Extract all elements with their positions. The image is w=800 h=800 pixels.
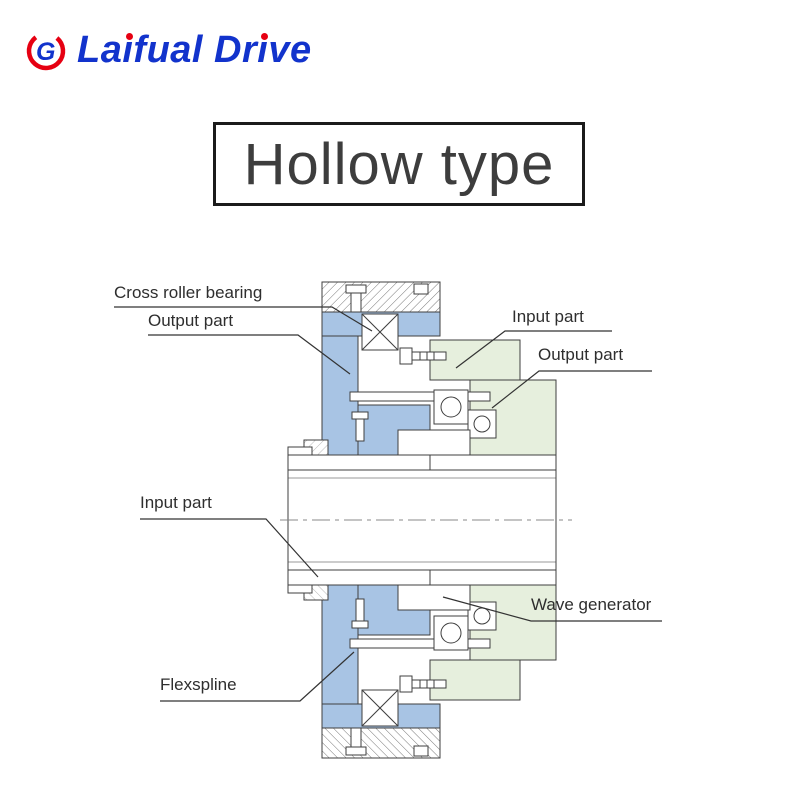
label-cross-roller-bearing: Cross roller bearing [114,283,263,302]
label-input-part-top: Input part [512,307,584,326]
shaft-tube-wall-shape [287,569,557,586]
leader-lines [114,306,662,702]
hollow-shaft [287,446,557,594]
logo-ring-shape [26,31,66,71]
label-wave-generator: Wave generator [531,595,652,614]
logo-monogram: G [36,38,55,66]
leader-cross-roller-bearing [114,306,373,332]
brand-name-part: fual Dr [133,29,258,71]
page-title: Hollow type [213,122,585,206]
label-flexspline: Flexspline [160,675,237,694]
shaft-left-step-shape [287,446,313,456]
label-output-part-left: Output part [148,311,234,330]
label-input-part-left: Input part [140,493,212,512]
section-lower-half [295,584,557,759]
brand-logo: G Laıfual Drıve [24,28,312,72]
leader-output-part-right [491,370,652,409]
brand-name: Laıfual Drıve [77,28,312,72]
brand-logo-icon: G [26,31,66,71]
leader-output-part-left [148,334,351,375]
brand-name-part: La [77,29,123,71]
page-title-text: Hollow type [243,131,555,197]
leader-input-part-left [140,518,319,578]
shaft-tube-wall-shape [287,454,557,471]
leader-wave-generator [442,596,662,622]
brand-name-red-dot-i: ı [122,29,134,71]
label-output-part-right: Output part [538,345,624,364]
shaft-left-step-shape [287,584,313,594]
brand-name-part: ve [268,29,312,71]
leader-flexspline [160,651,355,702]
brand-name-red-dot-i: ı [257,29,269,71]
leader-input-part-top [455,330,612,369]
